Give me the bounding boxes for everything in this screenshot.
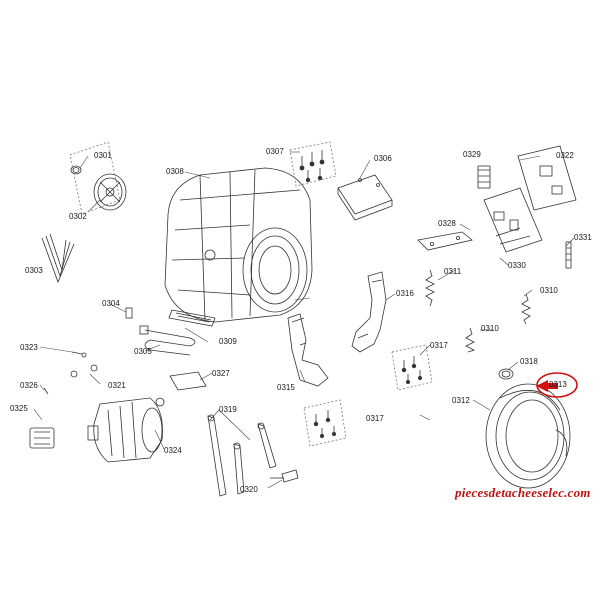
label-0309: 0309 [219, 337, 237, 346]
highlight-marker [536, 372, 578, 398]
label-0306: 0306 [374, 154, 392, 163]
label-0310-right: 0310 [540, 286, 558, 295]
label-0315: 0315 [277, 383, 295, 392]
springs-drawing [425, 269, 531, 353]
bracket-drawing [417, 231, 473, 251]
label-0324: 0324 [164, 446, 182, 455]
suppressor-drawing [477, 165, 491, 189]
heater-drawing [125, 307, 196, 356]
tub-drawing [164, 167, 313, 323]
label-0328: 0328 [438, 219, 456, 228]
pulley-group [69, 141, 127, 215]
label-0330: 0330 [508, 261, 526, 270]
hose-clamp-drawing [498, 368, 514, 380]
label-0322: 0322 [556, 151, 574, 160]
label-0311: 0311 [444, 267, 462, 276]
label-0321: 0321 [108, 381, 126, 390]
label-0326: 0326 [20, 381, 38, 390]
seal-strip-drawing [168, 309, 216, 327]
small-hardware-drawing [43, 351, 98, 395]
label-0331: 0331 [574, 233, 592, 242]
label-0310-mid: 0310 [481, 324, 499, 333]
label-plate-drawing [169, 371, 207, 391]
label-0317-lower: 0317 [366, 414, 384, 423]
label-0312: 0312 [452, 396, 470, 405]
watermark: piecesdetacheeselec.com [455, 485, 591, 500]
cover-plate-drawing [337, 174, 393, 221]
label-0313: 0313 [549, 380, 567, 389]
screws-box-top [289, 141, 337, 187]
label-0318: 0318 [520, 357, 538, 366]
label-0325: 0325 [10, 404, 28, 413]
label-0304: 0304 [102, 299, 120, 308]
screws-box-mid [391, 344, 433, 391]
leader-lines [33, 151, 575, 489]
label-0329: 0329 [463, 150, 481, 159]
motor-drawing [87, 397, 165, 463]
label-0327: 0327 [212, 369, 230, 378]
label-0302: 0302 [69, 212, 87, 221]
label-0317-upper: 0317 [430, 341, 448, 350]
counterweight-right-drawing [351, 271, 387, 353]
label-0307: 0307 [266, 147, 284, 156]
screws-box-low [303, 399, 347, 447]
control-module-drawing [483, 145, 577, 253]
shock-absorber-drawing [207, 414, 299, 497]
counterweight-left-drawing [287, 313, 329, 387]
label-0305: 0305 [134, 347, 152, 356]
filter-strip-drawing [565, 241, 572, 269]
label-0323: 0323 [20, 343, 38, 352]
label-0303: 0303 [25, 266, 43, 275]
label-0316: 0316 [396, 289, 414, 298]
belt-drawing [41, 233, 75, 284]
label-0320: 0320 [240, 485, 258, 494]
label-0308: 0308 [166, 167, 184, 176]
door-gasket-drawing [485, 383, 571, 489]
connector-drawing [29, 427, 55, 449]
label-0319: 0319 [219, 405, 237, 414]
label-0301: 0301 [94, 151, 112, 160]
